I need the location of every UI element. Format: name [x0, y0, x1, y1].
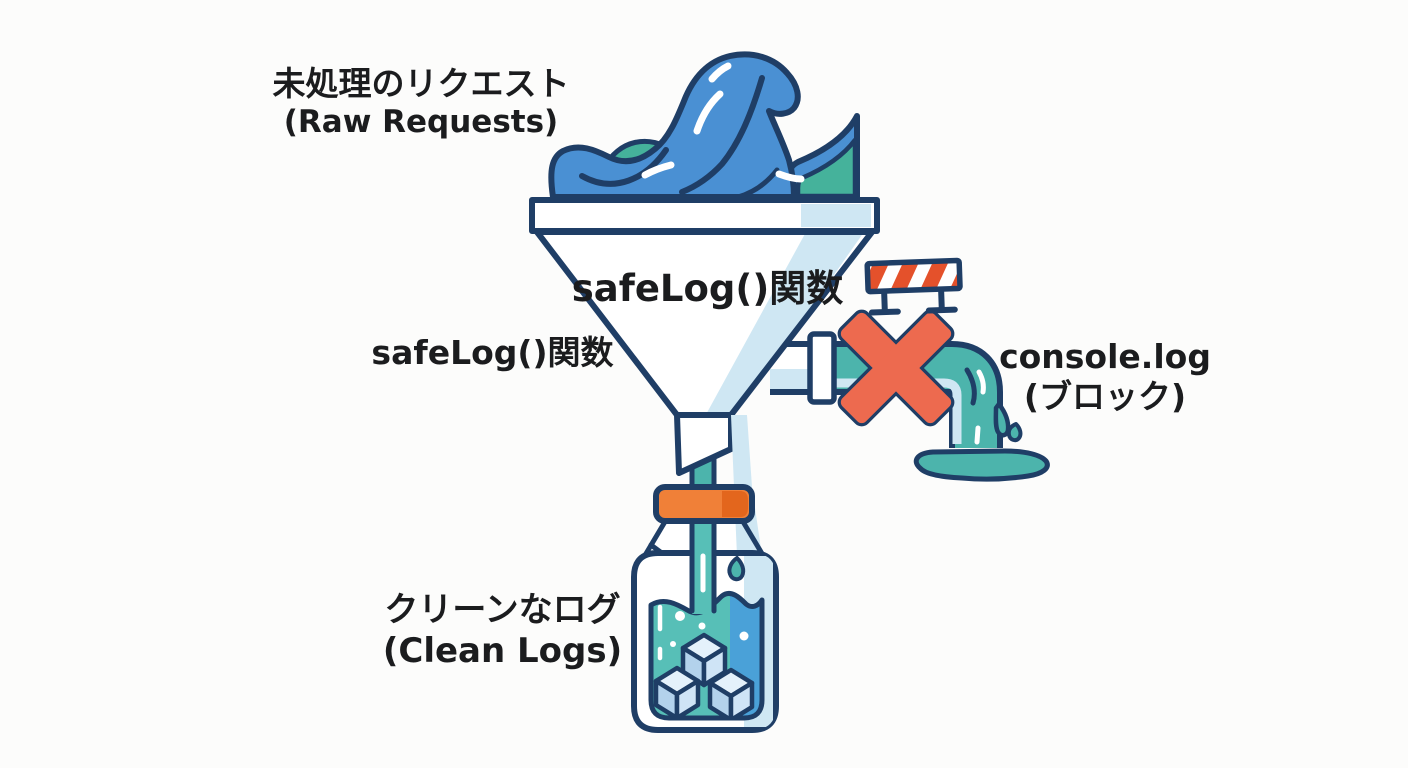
bubble	[698, 622, 706, 630]
ice-cubes	[653, 632, 755, 718]
funnel-rim	[529, 197, 880, 234]
wave-highlight	[708, 62, 732, 83]
label-console-jp: (ブロック)	[1023, 377, 1187, 417]
puddle-icon	[913, 448, 1050, 482]
bubble	[739, 631, 749, 641]
label-console-en: console.log	[999, 337, 1211, 376]
barrier-icon	[864, 257, 963, 316]
funnel-spout	[674, 412, 734, 476]
bubble	[670, 641, 676, 647]
label-raw-requests-jp: 未処理のリクエスト	[272, 64, 570, 103]
funnel-glass-stripe	[692, 232, 864, 415]
wave-highlight	[775, 170, 805, 183]
ice-cube	[680, 632, 728, 688]
label-funnel-inner: safeLog()関数	[571, 267, 844, 310]
puddle	[913, 448, 1050, 482]
wave-crest	[548, 51, 801, 200]
label-console-blocked: console.log (ブロック)	[955, 337, 1255, 418]
liquid-outline	[648, 590, 765, 721]
label-funnel-left: safeLog()関数	[371, 333, 614, 372]
stream-lower	[689, 514, 746, 614]
wave-line	[679, 75, 765, 195]
wave-highlight	[641, 161, 675, 179]
pour-drip	[993, 401, 1011, 438]
ice-cube	[707, 667, 755, 718]
barrier-feet	[868, 306, 958, 316]
label-raw-requests-en: (Raw Requests)	[283, 104, 559, 141]
funnel-rim-highlight	[801, 204, 871, 227]
label-clean-logs-en: (Clean Logs)	[382, 631, 623, 672]
droplet-icon	[727, 556, 746, 582]
pipe-pour-details	[964, 367, 1023, 445]
droplet-icon	[1006, 422, 1023, 443]
pipe-inner-stripe	[808, 378, 962, 444]
glass-stripe-mid	[731, 415, 752, 487]
label-clean-logs: クリーンなログ (Clean Logs)	[350, 590, 655, 673]
wave-highlight	[693, 90, 724, 135]
wave-icon	[548, 51, 860, 201]
wave-line	[579, 147, 669, 187]
wave-line	[735, 167, 780, 200]
barrier-bar-outline	[864, 257, 963, 295]
bottle-cap	[653, 484, 755, 524]
ice-cube	[653, 665, 701, 718]
bubble	[675, 611, 685, 621]
label-raw-requests: 未処理のリクエスト (Raw Requests)	[246, 64, 596, 142]
bottle-shoulder-left	[641, 517, 669, 560]
blocked-x-icon	[837, 309, 955, 427]
label-clean-logs-jp: クリーンなログ	[384, 590, 621, 630]
pipe-white-section-stripe	[770, 369, 812, 389]
stream-edges	[689, 514, 717, 614]
pipe-flange	[807, 331, 837, 405]
pour-highlight	[974, 425, 981, 445]
pour-highlight	[976, 369, 986, 395]
barrier-legs	[881, 286, 945, 314]
pour-line	[964, 367, 977, 406]
cap-band-shade	[722, 491, 748, 517]
